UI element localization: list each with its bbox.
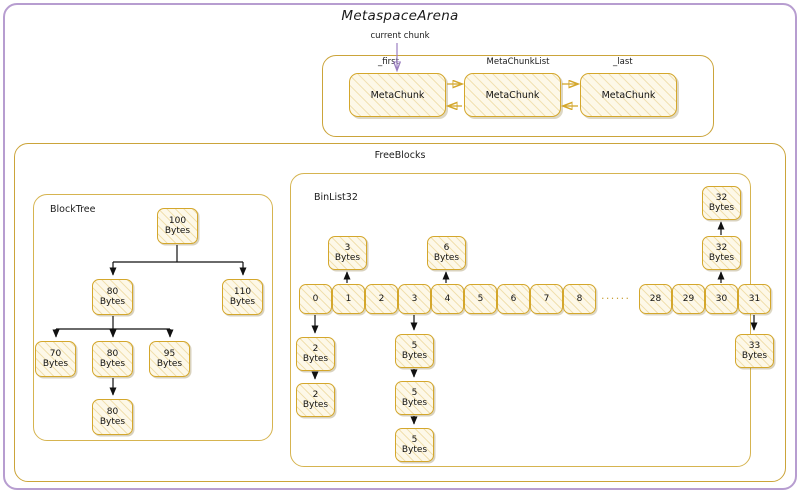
node-value: 80 <box>106 406 119 417</box>
node-value: 110 <box>233 286 252 297</box>
bin-index: 0 <box>312 294 319 304</box>
blocktree-node-n80[interactable]: 80 Bytes <box>92 279 133 315</box>
metachunk-box-1[interactable]: MetaChunk <box>464 73 561 117</box>
block-value: 3 <box>344 242 351 253</box>
metachunk-box-2[interactable]: MetaChunk <box>580 73 677 117</box>
bin-index: 8 <box>576 294 583 304</box>
bins-ellipsis: ······ <box>601 292 631 305</box>
block-unit: Bytes <box>302 354 329 364</box>
bin-cell-28[interactable]: 28 <box>639 284 672 314</box>
freeblocks-label: FreeBlocks <box>374 150 426 161</box>
bin-index: 31 <box>748 294 761 304</box>
blocktree-label: BlockTree <box>50 204 96 215</box>
bin-index: 5 <box>477 294 484 304</box>
node-unit: Bytes <box>99 359 126 369</box>
metachunk-label: MetaChunk <box>485 89 540 101</box>
blocktree-node-root[interactable]: 100 Bytes <box>157 208 198 244</box>
node-value: 95 <box>163 348 176 359</box>
bin-index: 7 <box>543 294 550 304</box>
bin-index: 6 <box>510 294 517 304</box>
metachunklist-container <box>322 55 714 137</box>
bin-cell-0[interactable]: 0 <box>299 284 332 314</box>
bin-cell-31[interactable]: 31 <box>738 284 771 314</box>
current-chunk-label: current chunk <box>370 31 430 41</box>
metachunk-label: MetaChunk <box>601 89 656 101</box>
binlist-block-bin3-0[interactable]: 5 Bytes <box>395 334 434 368</box>
outer-frame <box>3 3 797 490</box>
bin-index: 1 <box>345 294 352 304</box>
block-value: 32 <box>715 192 728 203</box>
bin-cell-3[interactable]: 3 <box>398 284 431 314</box>
bin-cell-2[interactable]: 2 <box>365 284 398 314</box>
node-unit: Bytes <box>156 359 183 369</box>
block-value: 5 <box>411 434 418 445</box>
binlist32-container <box>290 173 751 467</box>
binlist-block-bin0-1[interactable]: 2 Bytes <box>296 383 335 417</box>
binlist-block-bin3-2[interactable]: 5 Bytes <box>395 428 434 462</box>
block-unit: Bytes <box>708 203 735 213</box>
binlist-block-bin30-0[interactable]: 32 Bytes <box>702 186 741 220</box>
freeblocks-container <box>14 143 786 482</box>
block-value: 33 <box>748 340 761 351</box>
bin-cell-4[interactable]: 4 <box>431 284 464 314</box>
block-unit: Bytes <box>433 253 460 263</box>
bin-index: 29 <box>682 294 695 304</box>
block-value: 5 <box>411 387 418 398</box>
first-pointer-label: _first <box>378 57 399 67</box>
bin-index: 4 <box>444 294 451 304</box>
block-value: 2 <box>312 389 319 400</box>
block-value: 6 <box>443 242 450 253</box>
binlist32-label: BinList32 <box>314 192 358 203</box>
node-unit: Bytes <box>99 297 126 307</box>
node-unit: Bytes <box>229 297 256 307</box>
blocktree-node-n110[interactable]: 110 Bytes <box>222 279 263 315</box>
block-value: 32 <box>715 242 728 253</box>
last-pointer-label: _last <box>613 57 633 67</box>
blocktree-container <box>33 194 273 441</box>
bin-index: 28 <box>649 294 662 304</box>
binlist-block-bin1-0[interactable]: 3 Bytes <box>328 236 367 270</box>
block-value: 5 <box>411 340 418 351</box>
block-value: 2 <box>312 343 319 354</box>
blocktree-node-n70[interactable]: 70 Bytes <box>35 341 76 377</box>
node-value: 80 <box>106 286 119 297</box>
bin-cell-6[interactable]: 6 <box>497 284 530 314</box>
binlist-block-bin30-1[interactable]: 32 Bytes <box>702 236 741 270</box>
metachunklist-label: MetaChunkList <box>486 57 550 67</box>
metachunk-label: MetaChunk <box>370 89 425 101</box>
bin-cell-7[interactable]: 7 <box>530 284 563 314</box>
blocktree-node-n80c[interactable]: 80 Bytes <box>92 399 133 435</box>
bin-index: 30 <box>715 294 728 304</box>
binlist-block-bin0-0[interactable]: 2 Bytes <box>296 337 335 371</box>
binlist-block-bin4-0[interactable]: 6 Bytes <box>427 236 466 270</box>
node-value: 70 <box>49 348 62 359</box>
block-unit: Bytes <box>302 400 329 410</box>
bin-cell-29[interactable]: 29 <box>672 284 705 314</box>
bin-index: 2 <box>378 294 385 304</box>
page-title: MetaspaceArena <box>341 8 459 24</box>
bin-cell-5[interactable]: 5 <box>464 284 497 314</box>
bin-index: 3 <box>411 294 418 304</box>
node-unit: Bytes <box>42 359 69 369</box>
block-unit: Bytes <box>401 445 428 455</box>
bin-cell-1[interactable]: 1 <box>332 284 365 314</box>
block-unit: Bytes <box>741 351 768 361</box>
bin-cell-8[interactable]: 8 <box>563 284 596 314</box>
node-value: 80 <box>106 348 119 359</box>
binlist-block-bin3-1[interactable]: 5 Bytes <box>395 381 434 415</box>
bin-cell-30[interactable]: 30 <box>705 284 738 314</box>
block-unit: Bytes <box>401 351 428 361</box>
node-unit: Bytes <box>99 417 126 427</box>
metachunk-box-0[interactable]: MetaChunk <box>349 73 446 117</box>
block-unit: Bytes <box>708 253 735 263</box>
node-unit: Bytes <box>164 226 191 236</box>
block-unit: Bytes <box>401 398 428 408</box>
node-value: 100 <box>168 215 187 226</box>
block-unit: Bytes <box>334 253 361 263</box>
binlist-block-bin31-0[interactable]: 33 Bytes <box>735 334 774 368</box>
blocktree-node-n95[interactable]: 95 Bytes <box>149 341 190 377</box>
blocktree-node-n80b[interactable]: 80 Bytes <box>92 341 133 377</box>
